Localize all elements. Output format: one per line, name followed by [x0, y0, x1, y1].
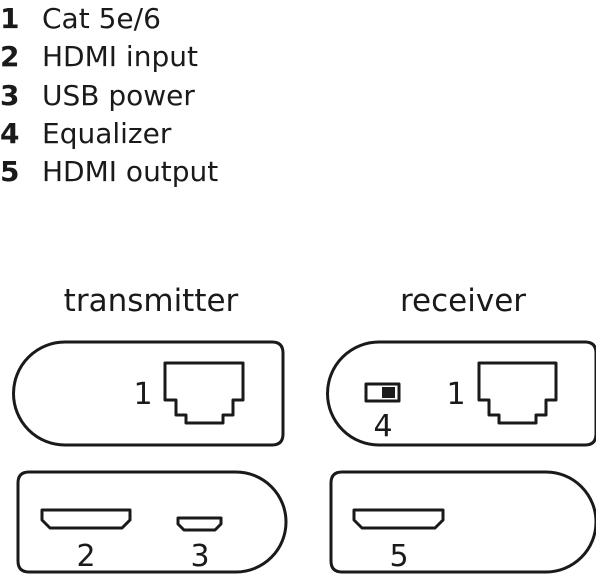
legend-number: 2	[0, 40, 20, 73]
legend-number: 4	[0, 117, 20, 150]
hdmi-output-port-icon	[352, 508, 445, 530]
rj45-port-icon	[163, 361, 245, 425]
legend-label: Equalizer	[42, 117, 172, 150]
hdmi-output-label: 5	[389, 539, 408, 574]
legend-label: Cat 5e/6	[42, 2, 161, 35]
cat-port-label: 1	[446, 377, 465, 412]
legend-label: HDMI input	[42, 40, 198, 73]
receiver-title: receiver	[400, 283, 526, 319]
transmitter-back-panel	[12, 340, 285, 447]
receiver-front-panel	[329, 470, 596, 574]
hdmi-input-label: 2	[76, 539, 95, 574]
cat-port-label: 1	[133, 377, 152, 412]
usb-power-label: 3	[190, 539, 209, 574]
rj45-port-icon	[477, 361, 558, 425]
legend-number: 5	[0, 155, 20, 188]
legend-label: HDMI output	[42, 155, 219, 188]
legend-label: USB power	[42, 79, 195, 112]
equalizer-label: 4	[373, 409, 392, 444]
legend-number: 3	[0, 79, 20, 112]
legend-number: 1	[0, 2, 20, 35]
equalizer-switch-knob	[382, 387, 395, 398]
transmitter-front-panel	[16, 470, 288, 574]
usb-power-port-icon	[176, 516, 223, 532]
equalizer-switch-icon	[364, 382, 401, 403]
hdmi-input-port-icon	[40, 508, 132, 530]
transmitter-title: transmitter	[64, 283, 239, 319]
